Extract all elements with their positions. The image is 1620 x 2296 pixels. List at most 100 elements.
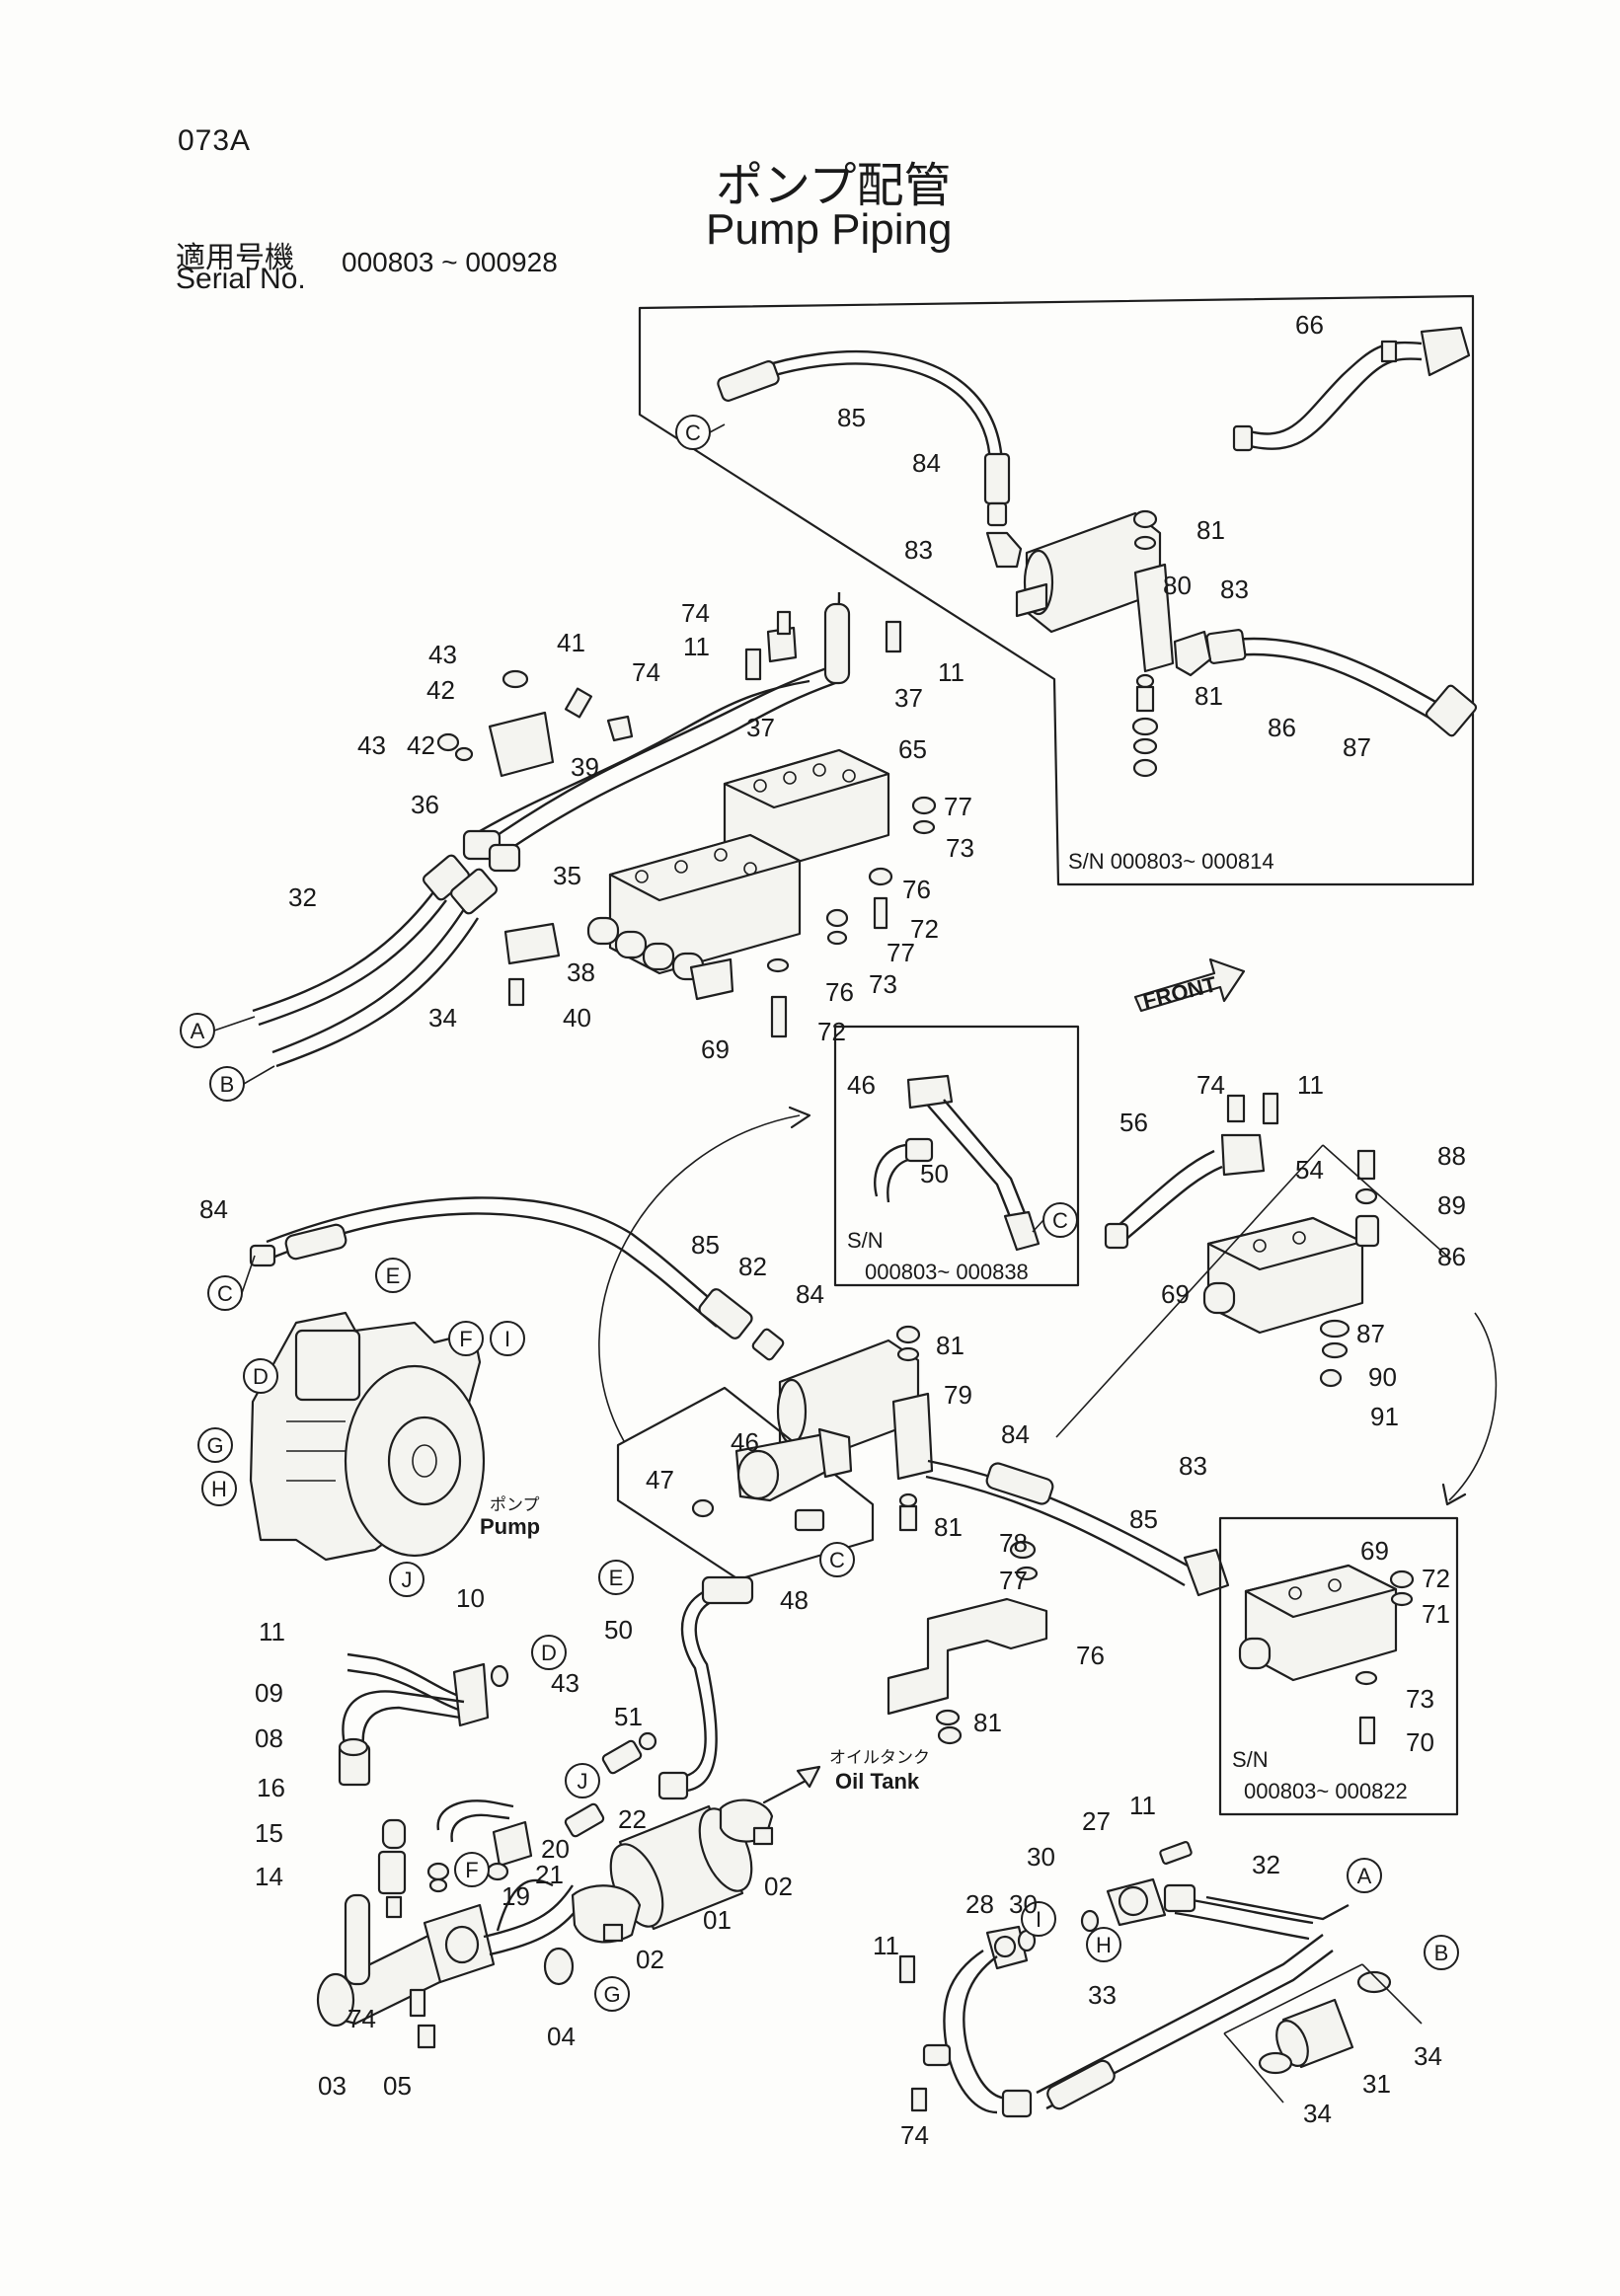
pump-label: Pump <box>480 1514 540 1539</box>
svg-text:I: I <box>1036 1907 1041 1932</box>
part-number: 46 <box>847 1070 876 1100</box>
ref-circle-j-lower: J <box>565 1763 600 1799</box>
part-number: 86 <box>1437 1242 1466 1271</box>
part-number: 69 <box>1360 1536 1389 1566</box>
part-number: 82 <box>738 1252 767 1281</box>
control-valve-65 <box>723 748 890 871</box>
part-number: 37 <box>894 683 923 713</box>
inset-frame-top-right: S/N 000803~ 000814 <box>638 294 1475 886</box>
suction-tube-03 <box>316 1799 587 2049</box>
part-number: 30 <box>1027 1842 1055 1872</box>
ref-circle-d-pump: D <box>243 1358 278 1394</box>
oil-tank-label-japanese: オイルタンク <box>829 1748 930 1768</box>
reference-circles: C A B C C E D F I G H J C E D J F G A B … <box>180 415 1459 2012</box>
part-number: 03 <box>318 2071 347 2101</box>
bracket-76 <box>887 1540 1048 1745</box>
svg-text:C: C <box>829 1548 845 1572</box>
ref-circle-j-pump: J <box>389 1562 424 1597</box>
part-number: 15 <box>255 1818 283 1848</box>
part-number: 72 <box>817 1017 846 1046</box>
ref-circle-i-lower: I <box>1021 1901 1056 1937</box>
part-number: 84 <box>1001 1419 1030 1449</box>
svg-text:E: E <box>386 1263 401 1288</box>
valve-fasteners <box>766 796 937 1038</box>
reference-arrows <box>598 1106 1498 1506</box>
part-number: 30 <box>1009 1889 1038 1919</box>
part-number: 11 <box>683 632 710 661</box>
part-number: 42 <box>407 730 435 760</box>
part-number: 11 <box>1297 1070 1324 1100</box>
part-number: 76 <box>1076 1641 1105 1670</box>
clamps-38-39 <box>436 610 902 1007</box>
part-number: 46 <box>731 1427 759 1457</box>
part-number: 14 <box>255 1862 283 1891</box>
svg-text:H: H <box>211 1477 227 1501</box>
part-number: 51 <box>614 1702 643 1731</box>
part-number: 33 <box>1088 1980 1117 2010</box>
part-number: 11 <box>873 1931 899 1960</box>
line-filter-79-top <box>1015 511 1478 737</box>
ref-circle-a-left: A <box>180 1013 215 1048</box>
part-number: 86 <box>1268 713 1296 742</box>
part-number: 79 <box>944 1380 972 1410</box>
part-number: 43 <box>357 730 386 760</box>
pump-label-japanese: ポンプ <box>490 1495 540 1515</box>
part-number: 19 <box>501 1881 530 1911</box>
part-number: 83 <box>1179 1451 1207 1481</box>
part-number: 90 <box>1368 1362 1397 1392</box>
line-filter-79-middle <box>776 1325 1230 1597</box>
part-number: 74 <box>632 657 660 687</box>
svg-text:F: F <box>459 1327 472 1351</box>
lower-right-hoses <box>898 1841 1423 2118</box>
part-number: 43 <box>551 1668 579 1698</box>
part-number: 10 <box>456 1583 485 1613</box>
part-number: 54 <box>1295 1155 1324 1185</box>
part-number: 34 <box>428 1003 457 1033</box>
fittings-51-22 <box>564 1731 657 1838</box>
part-number: 56 <box>1119 1108 1148 1137</box>
part-number: 74 <box>347 2004 376 2033</box>
pipes-35-36 <box>462 591 851 873</box>
ref-circle-e-inset: E <box>598 1560 634 1595</box>
valve-block-69 <box>1104 1092 1380 1388</box>
part-number: 87 <box>1343 732 1371 762</box>
part-number: 76 <box>902 875 931 904</box>
ref-circle-c-top: C <box>675 415 711 450</box>
page-title: Pump Piping <box>706 205 953 254</box>
part-callouts: 85 66 84 81 83 80 83 81 86 87 74 11 11 3… <box>199 310 1466 2150</box>
part-number: 81 <box>936 1331 964 1360</box>
part-number: 01 <box>703 1905 732 1935</box>
part-number: 84 <box>796 1279 824 1309</box>
serial-range: 000803 ~ 000928 <box>342 247 558 277</box>
svg-text:A: A <box>191 1019 205 1043</box>
ref-circle-f-pump: F <box>448 1321 484 1356</box>
inset-serial-label-middle: S/N <box>847 1228 884 1253</box>
part-number: 11 <box>938 657 964 687</box>
serial-label-japanese: 適用号機 <box>176 241 294 275</box>
part-number: 21 <box>535 1860 564 1889</box>
svg-text:J: J <box>402 1568 413 1592</box>
ref-circle-c-middle: C <box>207 1275 243 1311</box>
part-number: 81 <box>1195 681 1223 711</box>
part-number: 85 <box>837 403 866 432</box>
part-number: 16 <box>257 1773 285 1802</box>
part-number: 42 <box>426 675 455 705</box>
part-number: 43 <box>428 640 457 669</box>
part-number: 83 <box>1220 574 1249 604</box>
ref-circle-b-left: B <box>209 1066 245 1102</box>
ref-circle-g-pump: G <box>197 1427 233 1463</box>
front-label: FRONT <box>1140 971 1219 1014</box>
part-number: 27 <box>1082 1806 1111 1836</box>
ref-circle-b-lower: B <box>1424 1935 1459 1970</box>
part-number: 34 <box>1303 2099 1332 2128</box>
svg-text:B: B <box>1434 1941 1449 1965</box>
part-number: 88 <box>1437 1141 1466 1171</box>
part-number: 81 <box>973 1708 1002 1737</box>
part-number: 66 <box>1295 310 1324 340</box>
part-number: 69 <box>701 1034 730 1064</box>
part-number: 84 <box>912 448 941 478</box>
front-arrow: FRONT <box>1133 957 1246 1014</box>
part-number: 74 <box>681 598 710 628</box>
